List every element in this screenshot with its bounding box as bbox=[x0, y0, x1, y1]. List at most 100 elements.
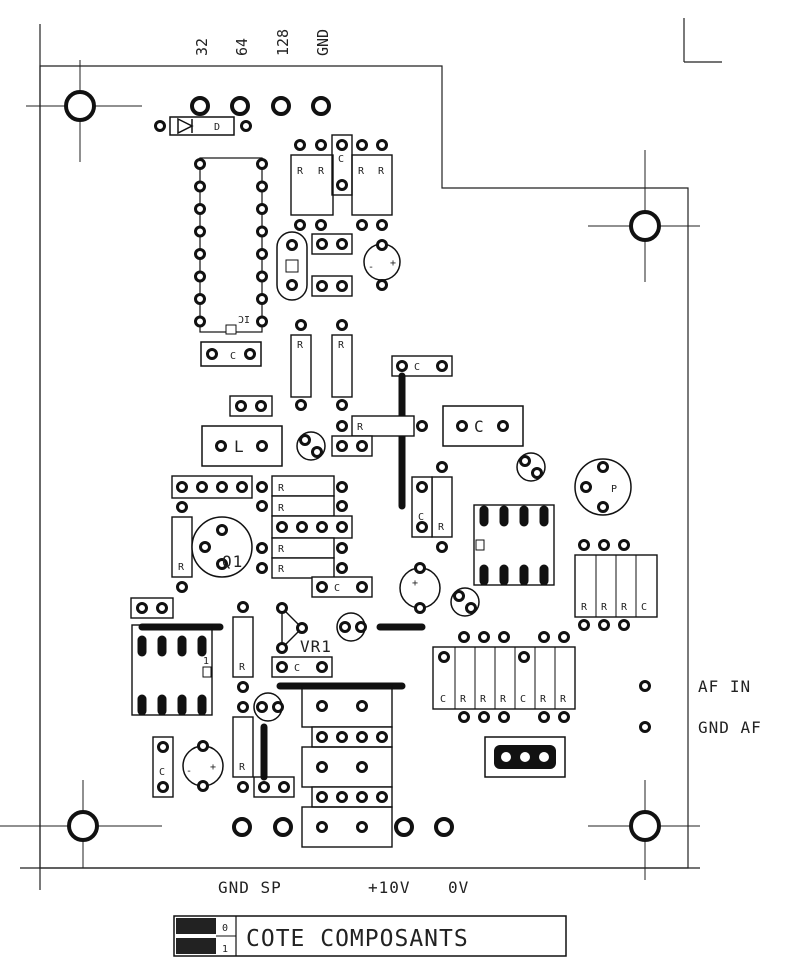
cap-label: C bbox=[520, 694, 526, 705]
capacitor-c-lower-left: C bbox=[152, 736, 174, 798]
resistor-horizontal: R bbox=[331, 415, 428, 457]
cap-label: C bbox=[338, 154, 344, 165]
mounting-hole-top-right bbox=[588, 150, 700, 282]
potentiometer-p: P bbox=[574, 458, 632, 516]
vr1-label: VR1 bbox=[300, 637, 332, 656]
ic-pin-pad bbox=[256, 293, 268, 305]
resistor-label: R bbox=[278, 483, 285, 494]
small-transistors bbox=[253, 431, 546, 722]
ic-pin-pad bbox=[256, 158, 268, 170]
ic-label: IC bbox=[238, 313, 250, 324]
resistor-label: R bbox=[357, 422, 364, 433]
layer-1-label: 1 bbox=[222, 944, 228, 955]
resistor-label: R bbox=[500, 694, 507, 705]
ic-pin-pad bbox=[256, 203, 268, 215]
ic-pin1-label: 1 bbox=[203, 656, 209, 667]
ic-pin-pad bbox=[194, 180, 206, 193]
ic-pin-pad bbox=[256, 315, 268, 328]
resistor-rack-middle: R R R R C bbox=[171, 475, 373, 598]
electrolytic-capacitors: + - + + - bbox=[182, 239, 441, 792]
plus-label: + bbox=[210, 762, 216, 773]
diode-label: D bbox=[214, 122, 220, 133]
header-3pin bbox=[484, 736, 566, 778]
zero-v-label: 0V bbox=[448, 878, 469, 897]
resistor-label: R bbox=[278, 544, 285, 555]
resistor-label: R bbox=[239, 762, 246, 773]
resistor-label: R bbox=[358, 166, 365, 177]
resistor-label: R bbox=[338, 340, 345, 351]
plus-label: + bbox=[390, 258, 396, 269]
minus-label: - bbox=[186, 766, 192, 777]
cap-label: C bbox=[641, 602, 647, 613]
ic-pin-pad bbox=[194, 158, 206, 170]
ic-pin-pad bbox=[194, 315, 206, 328]
label-128: 128 bbox=[274, 29, 292, 56]
resistor-label: R bbox=[239, 662, 246, 673]
component-bank-top: R R C R R bbox=[290, 134, 393, 231]
label-32: 32 bbox=[193, 38, 211, 56]
resistor-label: R bbox=[540, 694, 547, 705]
cap-label: C bbox=[418, 512, 424, 523]
regulator-blocks bbox=[301, 684, 393, 848]
resistor-label: R bbox=[438, 522, 445, 533]
ic-pin-pad bbox=[194, 248, 206, 260]
cap-label: C bbox=[230, 351, 236, 362]
board-outline bbox=[20, 18, 722, 890]
ic-16pin: IC bbox=[194, 157, 268, 335]
label-64: 64 bbox=[233, 38, 251, 56]
bottom-connector-pads bbox=[232, 817, 454, 837]
ic-pin-pad bbox=[256, 248, 268, 260]
traces bbox=[138, 372, 426, 781]
capacitor-c-large: C bbox=[442, 405, 524, 447]
cap-label: C bbox=[334, 583, 340, 594]
inductor-label: L bbox=[234, 437, 245, 456]
mounting-hole-top-left bbox=[26, 60, 142, 162]
ic-pin-pad bbox=[194, 225, 206, 238]
diode-d: D bbox=[154, 116, 252, 136]
resistor-label: R bbox=[480, 694, 487, 705]
ic-pin-pad bbox=[256, 225, 268, 238]
minus-label: - bbox=[368, 262, 374, 273]
resistor-label: R bbox=[581, 602, 588, 613]
af-pads bbox=[639, 680, 651, 733]
ic-pin-pad bbox=[194, 203, 206, 215]
ic-8pin-right bbox=[473, 504, 555, 586]
mounting-hole-bottom-right bbox=[588, 780, 700, 880]
resistor-label: R bbox=[297, 166, 304, 177]
resistor-label: R bbox=[278, 564, 285, 575]
cap-label: C bbox=[159, 767, 165, 778]
plus-label: + bbox=[412, 578, 418, 589]
resistor-label: R bbox=[621, 602, 628, 613]
crystal bbox=[276, 231, 308, 301]
gnd-af-label: GND AF bbox=[698, 718, 762, 737]
layer-0-label: 0 bbox=[222, 923, 228, 934]
af-in-label: AF IN bbox=[698, 677, 751, 696]
legend-title: COTE COMPOSANTS bbox=[246, 926, 469, 952]
q1-label: Q1 bbox=[222, 552, 243, 571]
ic-pin-pad bbox=[256, 270, 268, 283]
top-connector-labels: 32 64 128 GND bbox=[193, 29, 332, 56]
resistor-label: R bbox=[297, 340, 304, 351]
layer-legend: 0 1 COTE COMPOSANTS bbox=[173, 915, 567, 957]
mounting-hole-bottom-left bbox=[0, 780, 162, 868]
resistor-label: R bbox=[178, 562, 185, 573]
resistor-label: R bbox=[460, 694, 467, 705]
layer-1-swatch bbox=[176, 938, 216, 954]
resistor-label: R bbox=[378, 166, 385, 177]
resistor-label: R bbox=[560, 694, 567, 705]
ic-8pin-left: 1 bbox=[131, 624, 213, 716]
inductor-l: L bbox=[201, 425, 283, 467]
resistor-bank-lower: C R R R C R R bbox=[432, 631, 576, 723]
pad-pairs bbox=[130, 233, 353, 798]
cap-label: C bbox=[440, 694, 446, 705]
cap-label: C bbox=[414, 362, 420, 373]
label-gnd: GND bbox=[314, 29, 332, 56]
ic-pin-pad bbox=[194, 293, 206, 305]
trimmer-vr1: VR1 C bbox=[271, 602, 333, 678]
cap-label: C bbox=[294, 663, 300, 674]
resistor-block-right: R R R C bbox=[574, 539, 658, 631]
ic-pin-pad bbox=[256, 180, 268, 193]
transistor-q1: Q1 bbox=[191, 516, 253, 578]
resistor-label: R bbox=[601, 602, 608, 613]
